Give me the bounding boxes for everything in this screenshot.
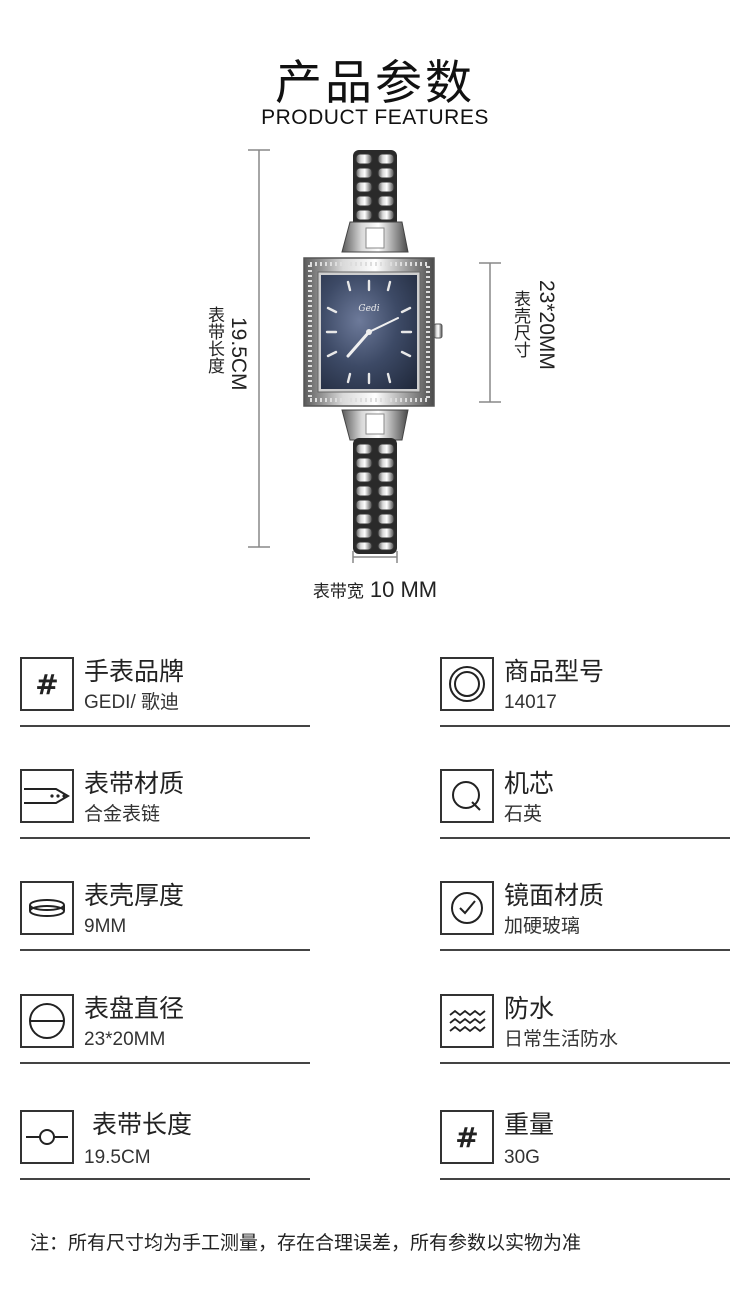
band-width-value: 10 MM [369,577,438,602]
spec-name: 手表品牌 [84,657,185,686]
footer-note: 注：所有尺寸均为手工测量，存在合理误差，所有参数以实物为准 [30,1232,582,1254]
spec-brand: # 手表品牌 GEDI/ 歌迪 [20,657,310,743]
band-width-dimension-line [352,551,398,563]
divider [20,949,310,951]
spec-value: 加硬玻璃 [504,916,581,937]
svg-text:#: # [35,668,58,701]
spec-dial-diameter: 表盘直径 23*20MM [20,994,310,1080]
page-subtitle: PRODUCT FEATURES [261,106,489,129]
hash-icon: # [20,657,74,711]
watch-illustration: Gedi [303,150,443,554]
spec-glass: 镜面材质 加硬玻璃 [440,881,730,967]
divider [20,725,310,727]
spec-value: 日常生活防水 [504,1029,619,1050]
spec-value: 合金表链 [84,804,161,825]
spec-name: 商品型号 [504,657,605,686]
wave-icon [440,994,494,1048]
spec-name: 表带长度 [92,1110,193,1139]
band-length-icon [20,1110,74,1164]
q-icon [440,769,494,823]
watch-case: Gedi [303,257,443,407]
page-title: 产品参数 [275,56,475,111]
divider [20,1062,310,1064]
spec-value: 14017 [504,692,557,713]
spec-name: 表盘直径 [84,994,185,1023]
spec-movement: 机芯 石英 [440,769,730,855]
spec-value: 石英 [504,804,543,825]
spec-name: 表壳厚度 [84,881,185,910]
hash-icon: # [440,1110,494,1164]
length-dimension-line [248,149,270,548]
spec-band-material: 表带材质 合金表链 [20,769,310,855]
case-size-value: 23*20MM [535,280,558,370]
case-dimension-line [479,262,501,403]
dial-brand: Gedi [358,304,379,314]
band-width-label: 表带宽 [312,582,364,602]
length-value: 19.5CM [227,317,250,391]
spec-name: 机芯 [504,769,555,798]
double-circle-icon [440,657,494,711]
spec-value: 19.5CM [84,1147,151,1168]
divider [440,1062,730,1064]
spec-value: 9MM [84,916,127,937]
divider [440,725,730,727]
spec-name: 重量 [504,1110,555,1139]
upper-bracelet [341,150,409,253]
divider [440,949,730,951]
divider [20,1178,310,1180]
lower-bracelet [341,409,409,554]
divider [440,837,730,839]
spec-name: 表带材质 [84,769,185,798]
case-size-label: 表壳尺寸 [510,290,530,358]
spec-case-thickness: 表壳厚度 9MM [20,881,310,967]
spec-water-resistance: 防水 日常生活防水 [440,994,730,1080]
strap-icon [20,769,74,823]
spec-weight: # 重量 30G [440,1110,730,1196]
dial-diameter-icon [20,994,74,1048]
divider [440,1178,730,1180]
spec-name: 防水 [504,994,555,1023]
spec-value: GEDI/ 歌迪 [84,692,180,713]
spec-value: 30G [504,1147,540,1168]
spec-value: 23*20MM [84,1029,166,1050]
case-thickness-icon [20,881,74,935]
spec-name: 镜面材质 [504,881,605,910]
svg-text:#: # [455,1121,478,1154]
spec-model: 商品型号 14017 [440,657,730,743]
check-circle-icon [440,881,494,935]
length-label: 表带长度 [204,306,224,374]
spec-band-length: 表带长度 19.5CM [20,1110,310,1196]
divider [20,837,310,839]
